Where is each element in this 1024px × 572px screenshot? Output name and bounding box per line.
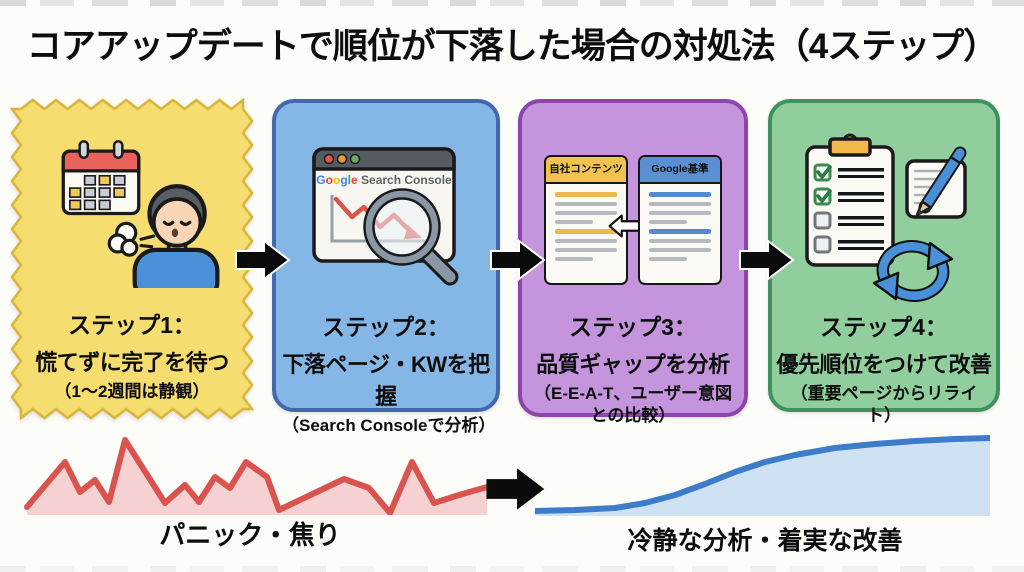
own-content-label: 自社コンテンツ [546, 157, 626, 184]
step-action: 慌てずに完了を待つ [35, 350, 229, 375]
step-action: 品質ギャップを分析 [536, 352, 730, 377]
step-note: （E-E-A-T、ユーザー意図との比較） [534, 384, 732, 426]
step-card-4: ステップ4： 優先順位をつけて改善 （重要ページからリライト） [768, 99, 1000, 425]
panic-label: パニック・焦り [159, 520, 341, 550]
step-2-text: ステップ2： 下落ページ・KWを把握 （Search Consoleで分析） [276, 308, 496, 437]
magnifier-icon [363, 188, 459, 286]
top-edge-artifact [0, 0, 1024, 6]
step-4-text: ステップ4： 優先順位をつけて改善 （重要ページからリライト） [772, 308, 996, 427]
google-standard-label: Google基準 [640, 157, 720, 184]
refresh-cycle-icon [872, 240, 954, 302]
step-3-text: ステップ3： 品質ギャップを分析 （E-E-A-T、ユーザー意図との比較） [522, 308, 744, 427]
browser-window-icon: Google Search Console [310, 143, 468, 295]
step-1-text: ステップ1： 慌てずに完了を待つ （1〜2週間は静観） [10, 306, 254, 403]
google-search-console-title: Google Search Console [316, 173, 452, 187]
flow-arrow-icon [490, 238, 546, 282]
step-note: （1〜2週間は静観） [54, 382, 210, 401]
step-action: 優先順位をつけて改善 [776, 352, 992, 377]
note-pencil-icon [905, 146, 967, 219]
panic-trend-chart [24, 437, 490, 515]
document-lines [640, 184, 720, 261]
own-content-document: 自社コンテンツ [544, 155, 628, 285]
step-heading: ステップ4： [820, 314, 948, 340]
step-card-1: ステップ1： 慌てずに完了を待つ （1〜2週間は静観） [10, 98, 254, 420]
flow-arrow-icon [739, 238, 795, 282]
calm-label: 冷静な分析・着実な改善 [627, 527, 903, 555]
transition-arrow-icon [486, 468, 545, 510]
step-heading: ステップ1： [68, 312, 196, 338]
flow-arrow-icon [235, 238, 291, 282]
step-action: 下落ページ・KWを把握 [282, 352, 490, 409]
bottom-edge-artifact [0, 566, 1024, 572]
step-card-3: 自社コンテンツ Google基準 ステップ3： 品質ギャップを分析 （E-E-A [518, 99, 748, 425]
calendar-icon [61, 140, 141, 216]
calm-trend-chart [535, 435, 990, 516]
browser-chrome [312, 147, 459, 286]
google-standard-document: Google基準 [638, 155, 722, 285]
sighing-person-icon [107, 184, 220, 288]
step-note: （重要ページからリライト） [790, 384, 978, 426]
content-comparison: 自社コンテンツ Google基準 [522, 155, 744, 291]
page-title: コアアップデートで順位が下落した場合の対処法（4ステップ） [26, 27, 998, 66]
step-card-2: Google Search Console ステップ2： 下落ページ・KWを把握… [272, 99, 500, 435]
step-heading: ステップ2： [322, 314, 450, 340]
step-heading: ステップ3： [569, 314, 697, 340]
google-wordmark: Google [316, 173, 358, 187]
clipboard-checklist-icon [805, 133, 895, 267]
document-lines [546, 184, 626, 261]
step-note: （Search Consoleで分析） [282, 416, 496, 435]
